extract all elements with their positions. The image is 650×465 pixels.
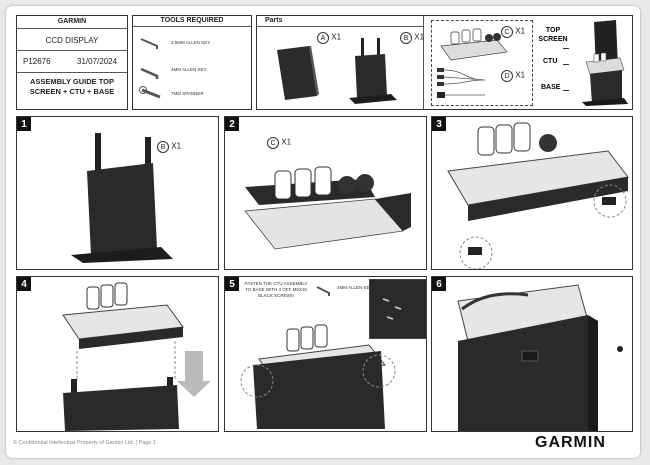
part-letter: A	[317, 32, 329, 44]
step-2-panel: 2 C X1	[224, 116, 427, 270]
part-letter: B	[157, 141, 169, 153]
part-b-callout: B X1	[400, 32, 424, 44]
allen-key-icon	[140, 38, 158, 49]
step-1-callout: B X1	[157, 141, 181, 153]
cable-connection-image	[457, 284, 623, 431]
part-a-callout: A X1	[317, 32, 341, 44]
part-d-callout: D X1	[501, 70, 525, 82]
step-5-tool: 4MM ALLEN KEY	[337, 285, 373, 290]
step-4-panel: 4	[16, 276, 219, 432]
base-label: BASE	[541, 84, 561, 91]
info-box: GARMIN CCD DISPLAY P12676 31/07/2024 ASS…	[16, 15, 128, 110]
step-5-panel: 5 FASTEN THE CTU ASSEMBLY TO BASE WITH 4…	[224, 276, 427, 432]
part-letter: B	[400, 32, 412, 44]
allen-key-icon	[316, 286, 330, 296]
top-screen-label: TOP SCREEN	[538, 27, 568, 43]
tools-heading: TOOLS REQUIRED	[160, 17, 224, 24]
ctu-unit-image	[244, 166, 411, 250]
screw-detail-image	[382, 298, 402, 320]
ctu-base-assembly-image	[447, 122, 629, 269]
part-qty: X1	[171, 141, 182, 151]
ctu-label: CTU	[543, 58, 558, 65]
top-screen-panel-image	[277, 46, 319, 100]
document-date: 31/07/2024	[77, 57, 118, 66]
allen-key-icon	[140, 67, 159, 79]
step-number: 5	[225, 277, 239, 291]
part-qty: X1	[515, 70, 526, 80]
tool-item: 7MM SPANNER	[171, 91, 204, 96]
garmin-logo: GARMIN	[535, 434, 606, 451]
step-number: 1	[17, 117, 31, 131]
step-1-panel: 1 B X1	[16, 116, 219, 270]
tool-item: 2.5MM ALLEN KEY	[171, 40, 211, 45]
part-qty: X1	[414, 32, 425, 42]
part-letter: D	[501, 70, 513, 82]
ctu-unit-image	[440, 28, 508, 61]
step-number: 6	[432, 277, 446, 291]
part-qty: X1	[515, 26, 526, 36]
brand-label: GARMIN	[57, 18, 87, 25]
part-qty: X1	[331, 32, 342, 42]
step-3-panel: 3	[431, 116, 633, 270]
base-stand-image	[71, 133, 173, 263]
step-number: 2	[225, 117, 239, 131]
step-number: 4	[17, 277, 31, 291]
product-name: CCD DISPLAY	[45, 36, 99, 45]
cable-set-image	[437, 68, 486, 98]
tools-box: TOOLS REQUIRED 2.5MM ALLEN KEY 4MM ALLEN…	[132, 15, 252, 110]
fasten-assembly-image	[240, 324, 396, 429]
ctu-parts-group	[431, 20, 533, 106]
base-stand-image	[349, 38, 397, 104]
step-5-instruction: FASTEN THE CTU ASSEMBLY TO BASE WITH 4 O…	[244, 281, 308, 298]
part-letter: C	[501, 26, 513, 38]
step-2-callout: C X1	[267, 137, 291, 149]
document-title: ASSEMBLY GUIDE TOP SCREEN + CTU + BASE	[29, 77, 115, 96]
part-letter: C	[267, 137, 279, 149]
step-6-panel: 6	[431, 276, 633, 432]
assembled-display-image	[582, 20, 628, 106]
parts-box: Parts A X1 B X1 C X1 D X1 TOP SCREEN CTU…	[256, 15, 633, 110]
screw-detail-inset	[369, 279, 427, 339]
ctu-onto-stand-image	[62, 282, 211, 431]
spanner-icon	[139, 86, 161, 99]
part-c-callout: C X1	[501, 26, 525, 38]
parts-heading: Parts	[265, 17, 283, 24]
part-number: P12676	[23, 57, 51, 66]
confidential-footer: © Confidential Intellectual Property of …	[13, 440, 157, 446]
part-qty: X1	[281, 137, 292, 147]
tool-item: 4MM ALLEN KEY	[171, 67, 207, 72]
step-number: 3	[432, 117, 446, 131]
